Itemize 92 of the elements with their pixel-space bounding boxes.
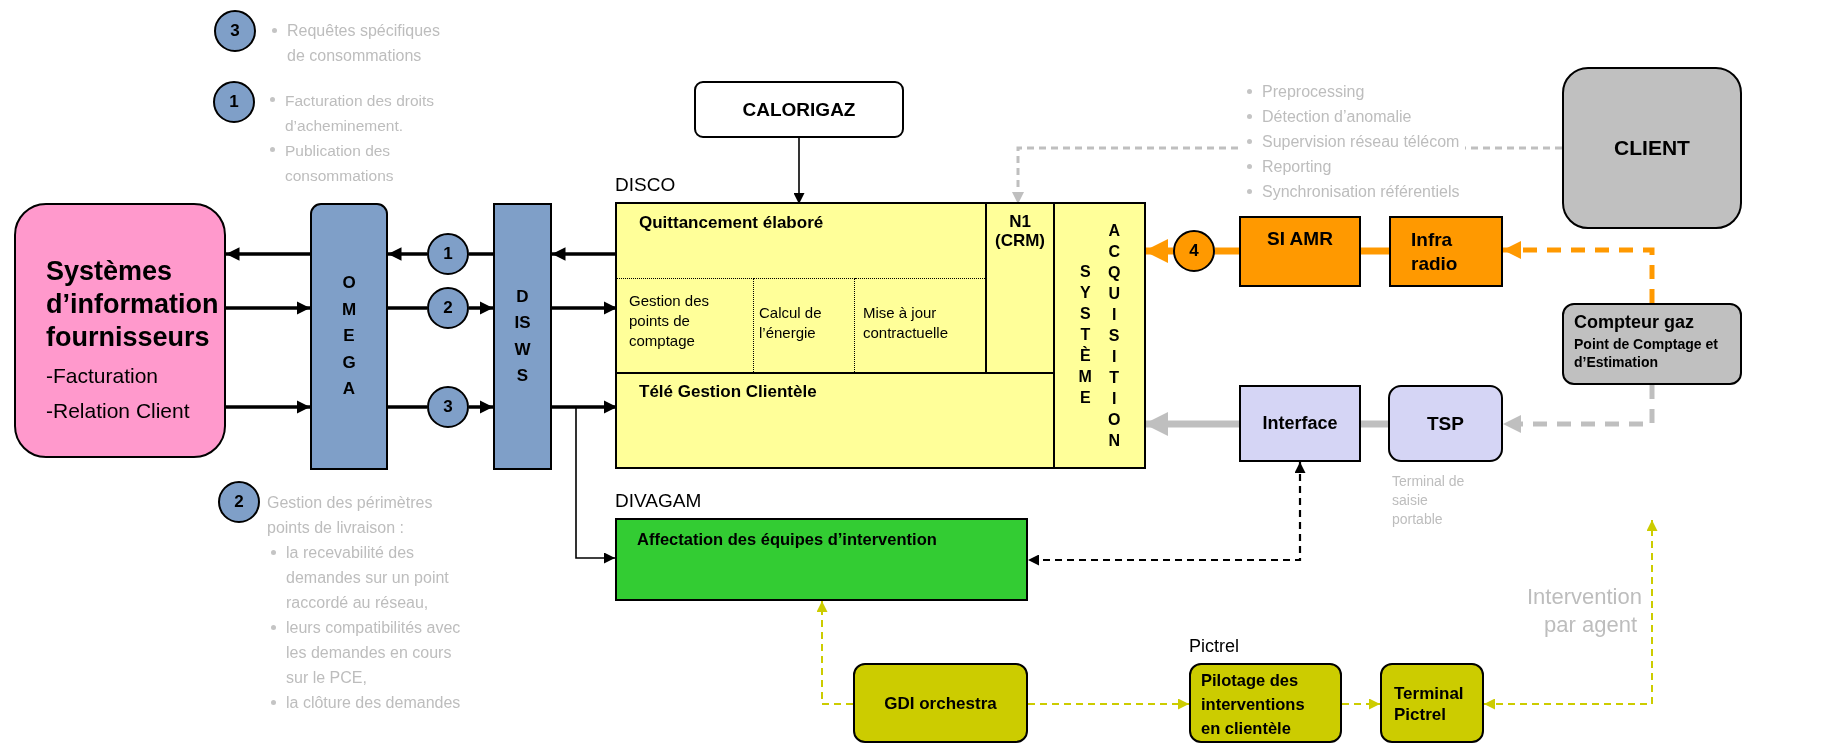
system-box — [694, 81, 904, 138]
callout-number: 4 — [1189, 241, 1199, 261]
callout-number: 2 — [234, 492, 244, 512]
number-circle — [1173, 230, 1215, 272]
group-heading: Pictrel — [1189, 636, 1239, 657]
arrow — [388, 247, 427, 261]
bullet-note: Preprocessing — [1243, 79, 1460, 104]
module-area — [617, 204, 987, 374]
system-name: Interface — [1262, 413, 1338, 434]
system-box — [853, 663, 1028, 743]
system-box — [1239, 385, 1361, 462]
group-heading: DIVAGAM — [615, 490, 702, 512]
module-title: N1 (CRM) — [993, 212, 1046, 250]
device-box — [1388, 385, 1503, 462]
system-name: Infra radio — [1411, 228, 1459, 276]
arrow — [1483, 519, 1658, 710]
vertical-label: SYSTÈME — [1078, 262, 1092, 408]
callout-number: 1 — [443, 244, 453, 264]
list-item: -Relation Client — [46, 398, 191, 424]
callout-number: 3 — [443, 397, 453, 417]
callout-number: 3 — [230, 21, 240, 41]
arrow — [1027, 698, 1190, 710]
device-description: Point de Comptage et d’Estimation — [1574, 335, 1718, 371]
system-box — [1380, 663, 1484, 743]
function-label: Mise à jour contractuelle — [863, 302, 950, 343]
module-title: Pilotage des interventions en clientèle — [1201, 670, 1306, 739]
bullet-note: Reporting — [1243, 154, 1460, 179]
vertical-label: ACQUISITION — [1107, 221, 1121, 451]
function-area — [754, 278, 855, 372]
system-name: SI AMR — [1266, 228, 1334, 250]
connector-line — [1361, 420, 1388, 428]
arrow — [469, 301, 493, 315]
arrow — [1503, 385, 1655, 433]
callout-number: 2 — [443, 298, 453, 318]
arrow — [816, 600, 854, 705]
note-text: Gestion des périmètres points de livraison : — [267, 493, 434, 538]
number-circle — [427, 233, 469, 275]
callout-number: 1 — [229, 92, 239, 112]
vertical-label: OMEGA — [341, 272, 357, 401]
connector-line — [1361, 247, 1389, 255]
arrow — [1028, 462, 1306, 566]
arrow — [469, 400, 493, 414]
system-box — [1389, 216, 1503, 287]
arrow — [551, 406, 616, 564]
arrow — [552, 400, 617, 414]
actor-box — [1562, 67, 1742, 229]
module-title: Quittancement élaboré — [639, 213, 825, 233]
bullet-note: Détection d’anomalie — [1243, 104, 1460, 129]
device-name: Compteur gaz — [1574, 311, 1695, 333]
bullet-note: Supervision réseau télécom — [1243, 129, 1460, 154]
system-name: Terminal Pictrel — [1394, 683, 1465, 725]
connector-line — [1215, 247, 1239, 255]
system-bar — [310, 203, 388, 470]
connector-line — [469, 252, 493, 256]
number-circle — [218, 481, 260, 523]
system-box — [14, 203, 226, 458]
arrow — [1341, 698, 1381, 710]
bullet-note: Synchronisation référentiels — [1243, 179, 1460, 204]
bullet-note: la clôture des demandes — [267, 690, 469, 715]
bullet-note: Facturation des droits d’acheminement. — [266, 88, 466, 138]
number-circle — [427, 287, 469, 329]
system-name: GDI orchestra — [884, 692, 997, 714]
function-area — [617, 278, 754, 372]
function-label: Calcul de l’énergie — [759, 302, 823, 343]
number-circle — [213, 81, 255, 123]
bullet-note: Publication des consommations — [266, 138, 466, 188]
system-title: Systèmes d’information fournisseurs — [46, 255, 220, 354]
module-title: Télé Gestion Clientèle — [639, 382, 818, 402]
bullet-note: Requêtes spécifiques de consommations — [268, 18, 454, 68]
list-item: -Facturation — [46, 363, 160, 389]
system-name: CALORIGAZ — [742, 98, 856, 121]
group-heading: DISCO — [615, 174, 676, 196]
vertical-label: DISWS — [514, 285, 531, 387]
connector-line — [388, 405, 427, 409]
function-label: Gestion des points de comptage — [629, 291, 711, 351]
device-box — [1562, 303, 1742, 385]
number-circle — [214, 10, 256, 52]
arrow — [793, 137, 805, 205]
note-text: Terminal de saisie portable — [1392, 472, 1466, 529]
system-bar — [493, 203, 552, 470]
connector-line — [388, 306, 427, 310]
system-box — [1239, 216, 1361, 287]
module-title: Affectation des équipes d’intervention — [637, 530, 938, 549]
device-name: TSP — [1427, 412, 1464, 435]
number-circle — [427, 386, 469, 428]
arrow — [552, 301, 617, 315]
actor-name: CLIENT — [1614, 136, 1690, 160]
arrow — [226, 247, 310, 261]
arrow — [552, 247, 617, 261]
arrow — [226, 301, 310, 315]
arrow — [1503, 241, 1655, 303]
arrow — [226, 400, 310, 414]
